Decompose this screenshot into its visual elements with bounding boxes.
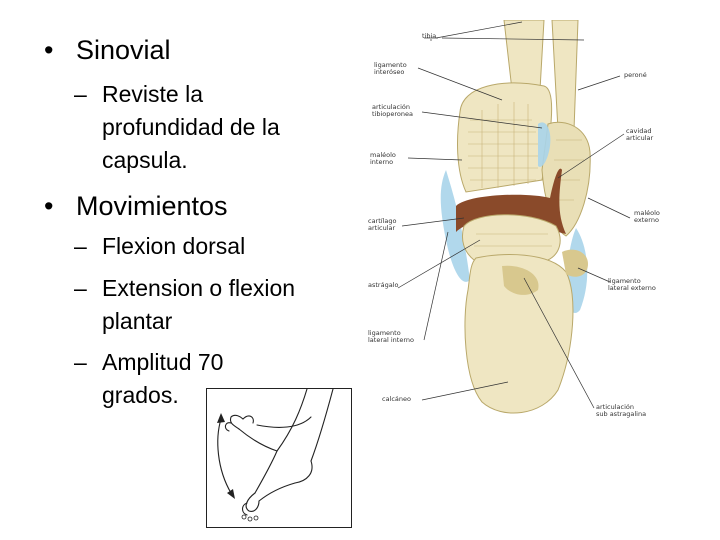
label-calcaneo: calcáneo [382, 395, 412, 403]
label-cavidad-articular: cavidad articular [626, 127, 654, 142]
sub-line: Reviste la [102, 81, 203, 107]
dash-glyph: – [74, 349, 87, 375]
label-articulacion-subastragalina: articulación sub astragalina [596, 403, 647, 418]
sub-line: Amplitud 70 [102, 349, 224, 375]
ankle-anatomy-illustration: tibia ligamento interóseo articulación t… [352, 19, 697, 440]
sub-line: Flexion dorsal [102, 233, 246, 259]
label-maleolo-externo: maléolo externo [634, 209, 660, 224]
sub-line: grados. [102, 382, 179, 408]
sub-line: capsula. [102, 147, 188, 173]
dash-glyph: – [74, 81, 87, 107]
bullet-label: Sinovial [76, 35, 171, 65]
label-maleolo-interno: maléolo interno [370, 151, 396, 166]
label-ligamento-interoseo: ligamento interóseo [374, 61, 407, 76]
ankle-joint-icon [397, 19, 631, 414]
dash-glyph: – [74, 275, 87, 301]
bullet-label: Movimientos [76, 191, 228, 221]
label-ligamento-lateral-interno: ligamento lateral interno [368, 329, 414, 344]
bullet-glyph: • [44, 191, 54, 221]
sub-line: Extension o flexion [102, 275, 296, 301]
label-articulacion-tibioperonea: articulación tibioperonea [372, 103, 413, 118]
dash-glyph: – [74, 233, 87, 259]
foot-flexion-illustration [206, 388, 352, 528]
label-astragalo: astrágalo [368, 281, 399, 289]
bullet-glyph: • [44, 35, 54, 65]
sub-line: plantar [102, 308, 173, 334]
label-cartilago-articular: cartílago articular [368, 217, 397, 232]
label-ligamento-lateral-externo: ligamento lateral externo [608, 277, 656, 292]
slide-text-area: • Sinovial – Reviste la profundidad de l… [44, 35, 296, 408]
sub-line: profundidad de la [102, 114, 280, 140]
label-tibia: tibia [422, 32, 437, 40]
foot-drawing-icon [217, 388, 334, 522]
label-perone: peroné [624, 71, 647, 79]
